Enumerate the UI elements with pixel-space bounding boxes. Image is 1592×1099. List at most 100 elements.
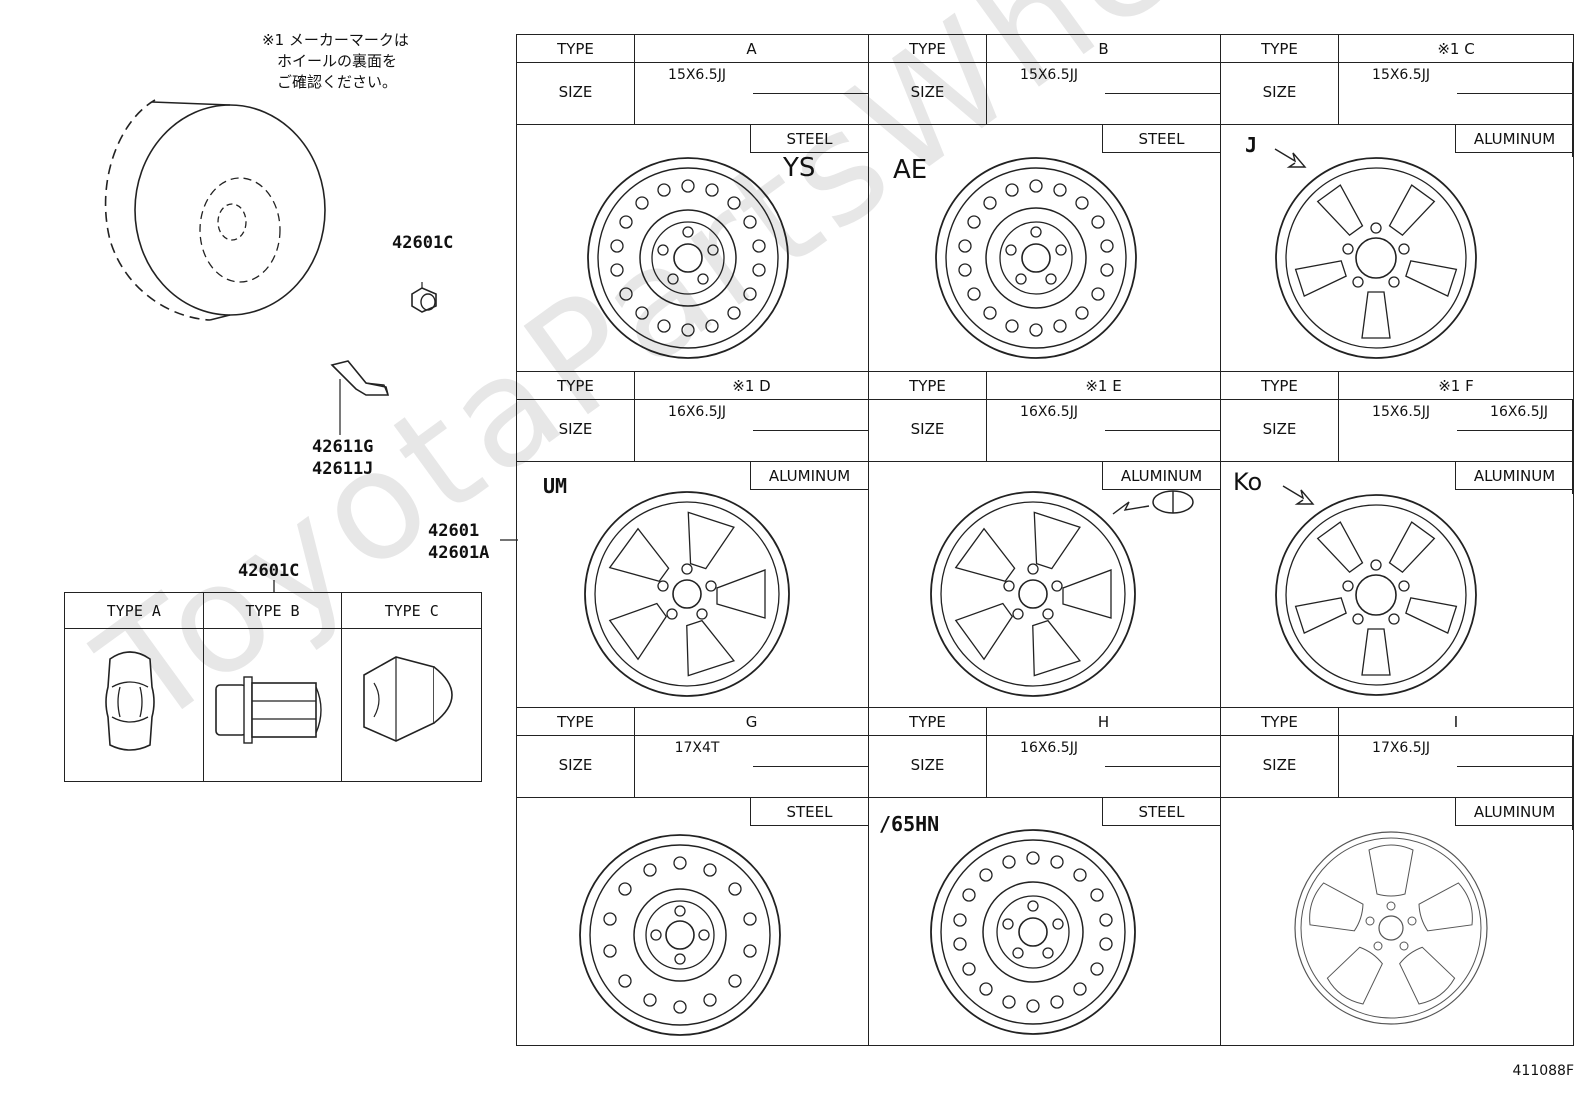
type-value: ※1 C [1339, 35, 1573, 63]
divider [1572, 399, 1573, 494]
steel-wheel-h-icon [930, 829, 1136, 1036]
type-label: TYPE [517, 35, 635, 63]
type-label: TYPE [517, 371, 635, 400]
type-value: G [635, 708, 868, 737]
divider [1220, 63, 1221, 157]
part-number-wheel[interactable]: 42601 42601A [428, 521, 490, 563]
divider [753, 429, 868, 431]
maker-mark-note: ※1 メーカーマークは ホイールの裏面を ご確認ください。 [262, 31, 409, 91]
aluminum-wheel-f-icon [1275, 493, 1477, 696]
size-area: 16X6.5JJ [987, 736, 1221, 831]
size-value: 17X4T [674, 740, 720, 757]
nut-type-table: TYPE A TYPE B TYPE C [64, 592, 482, 782]
part-number-cap-top[interactable]: 42601C [392, 233, 454, 253]
wheel-cell-b[interactable]: TYPE B SIZE 15X6.5JJ STEEL AE [869, 35, 1221, 372]
type-label: TYPE [517, 708, 635, 737]
divider [1572, 736, 1573, 831]
wheel-cell-h[interactable]: TYPE H SIZE 16X6.5JJ STEEL /65HN [869, 708, 1221, 1045]
material-label: ALUMINUM [750, 461, 868, 490]
divider [1457, 766, 1573, 768]
size-value: 15X6.5JJ [1020, 67, 1078, 83]
size-area: 15X6.5JJ [987, 63, 1221, 157]
size-area: 17X4T [635, 736, 869, 831]
type-value: ※1 F [1339, 372, 1573, 400]
divider [868, 63, 869, 157]
part-number-nut[interactable]: 42601C [238, 561, 300, 581]
size-value: 15X6.5JJ [1372, 67, 1430, 83]
size-value: 17X6.5JJ [1372, 740, 1430, 757]
material-label: STEEL [750, 798, 868, 827]
arrow-icon [1282, 485, 1315, 505]
aluminum-wheel-e-icon [930, 490, 1136, 697]
size-label: SIZE [517, 736, 635, 799]
type-value: ※1 E [987, 372, 1220, 400]
nut-type-b-header: TYPE B [203, 593, 343, 629]
type-label: TYPE [1221, 371, 1339, 400]
size-value: 15X6.5JJ [1372, 403, 1430, 420]
size-label: SIZE [1221, 399, 1339, 462]
aluminum-wheel-d-icon [584, 490, 790, 697]
valve-stem-icon [330, 360, 390, 435]
size-value-2: 16X6.5JJ [1490, 403, 1548, 420]
maker-mark: YS [783, 153, 816, 183]
material-label: ALUMINUM [1455, 798, 1573, 827]
divider [868, 399, 869, 494]
size-label: SIZE [869, 399, 987, 462]
wheel-cell-f[interactable]: TYPE ※1 F SIZE 15X6.5JJ 16X6.5JJ ALUMINU… [1221, 371, 1573, 709]
logo-mark-icon [1112, 489, 1194, 515]
divider [1457, 429, 1573, 431]
nut-type-a-header: TYPE A [65, 593, 204, 629]
wheel-cell-c[interactable]: TYPE ※1 C SIZE 15X6.5JJ ALUMINUM J [1221, 35, 1573, 372]
size-area: 16X6.5JJ [987, 399, 1221, 494]
size-label: SIZE [517, 63, 635, 125]
material-label: ALUMINUM [1102, 461, 1220, 490]
size-area: 17X6.5JJ [1339, 736, 1573, 831]
divider [1105, 93, 1220, 94]
aluminum-wheel-c-icon [1275, 157, 1477, 359]
wheel-type-grid: TYPE A SIZE 15X6.5JJ STEEL YS [516, 34, 1574, 1046]
nut-type-c-cell [342, 629, 481, 781]
size-value: 15X6.5JJ [668, 67, 726, 83]
wheel-cell-d[interactable]: TYPE ※1 D SIZE 16X6.5JJ ALUMINUM UM [517, 371, 869, 709]
size-label: SIZE [1221, 736, 1339, 799]
part-number-valve[interactable]: 42611G 42611J [312, 437, 374, 479]
wheel-cell-a[interactable]: TYPE A SIZE 15X6.5JJ STEEL YS [517, 35, 869, 372]
type-value: ※1 D [635, 372, 868, 400]
wheel-cell-e[interactable]: TYPE ※1 E SIZE 16X6.5JJ ALUMINUM [869, 371, 1221, 709]
maker-mark: AE [893, 155, 928, 185]
maker-mark: Ko [1233, 467, 1263, 496]
material-label: STEEL [1102, 125, 1220, 153]
size-value: 16X6.5JJ [1020, 403, 1078, 420]
type-value: I [1339, 708, 1573, 737]
divider [1220, 736, 1221, 831]
divider [1220, 399, 1221, 494]
type-label: TYPE [1221, 35, 1339, 63]
divider [1105, 429, 1220, 431]
size-area: 15X6.5JJ [1339, 63, 1573, 157]
divider [753, 93, 868, 94]
type-label: TYPE [1221, 708, 1339, 737]
divider [868, 736, 869, 831]
size-area: 15X6.5JJ 16X6.5JJ [1339, 399, 1573, 494]
maker-mark: J [1245, 133, 1258, 157]
diagram-code: 411088F [1512, 1063, 1575, 1079]
nut-type-b-icon [214, 676, 322, 744]
leader-wheel [500, 539, 518, 541]
wheel-cell-g[interactable]: TYPE G SIZE 17X4T STEEL [517, 708, 869, 1045]
type-label: TYPE [869, 35, 987, 63]
divider [753, 766, 868, 768]
size-label: SIZE [869, 63, 987, 125]
tire-wheel-illustration [104, 99, 326, 321]
material-label: ALUMINUM [1455, 125, 1573, 153]
nut-type-c-header: TYPE C [342, 593, 481, 629]
size-label: SIZE [869, 736, 987, 799]
wheel-cell-i[interactable]: TYPE I SIZE 17X6.5JJ ALUMINUM [1221, 708, 1573, 1045]
type-value: B [987, 35, 1220, 63]
steel-wheel-a-icon [587, 157, 789, 359]
size-value: 16X6.5JJ [1020, 740, 1078, 757]
nut-type-a-icon [105, 651, 155, 751]
type-value: H [987, 708, 1220, 737]
type-label: TYPE [869, 708, 987, 737]
divider [1105, 766, 1220, 768]
size-label: SIZE [1221, 63, 1339, 125]
